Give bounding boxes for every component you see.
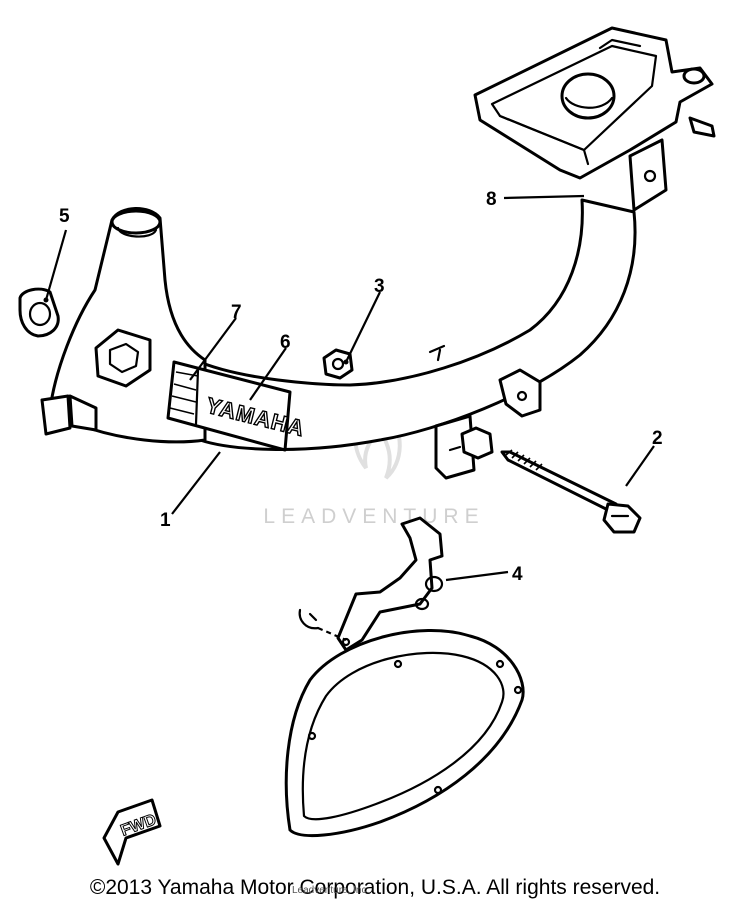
forward-arrow-icon: FWD [102, 798, 162, 866]
crankcase-cover-gasket [284, 629, 525, 838]
callout-6: 6 [280, 332, 291, 353]
callout-numbers: 5 7 6 3 8 2 4 1 [59, 189, 663, 585]
callout-8: 8 [486, 189, 497, 210]
nut-part-3 [322, 348, 354, 380]
callout-1: 1 [160, 510, 171, 531]
callout-4: 4 [512, 564, 523, 585]
callout-5: 5 [59, 206, 70, 227]
stay-bracket-part-4 [298, 516, 444, 652]
cap-nut-part-5 [18, 287, 60, 338]
callout-7: 7 [231, 302, 242, 323]
upper-carrier-bracket [473, 26, 716, 212]
watermark-text: LEADVENTURE [263, 505, 484, 528]
leader-lines [43, 194, 655, 582]
copyright-notice: ©2013 Yamaha Motor Corporation, U.S.A. A… [89, 876, 661, 899]
callout-2: 2 [652, 428, 663, 449]
overlay-text: Leadventure, Inc. [292, 885, 370, 896]
callout-3: 3 [374, 276, 385, 297]
main-frame: YAMAHA [40, 198, 637, 480]
bolt-part-2 [460, 426, 642, 534]
